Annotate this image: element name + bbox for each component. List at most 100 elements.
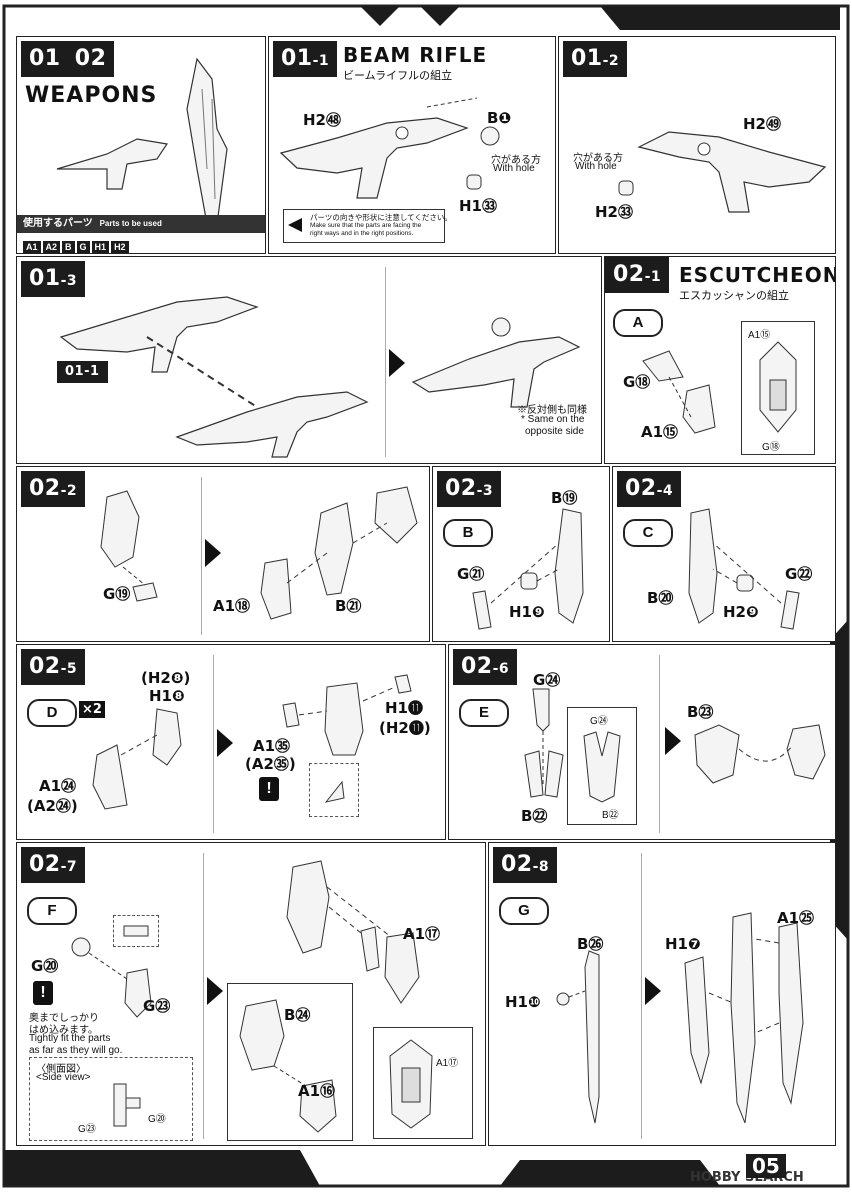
step-02-8-illustration-b [684, 912, 804, 1124]
marker-c: C [623, 519, 673, 547]
step-02-2-panel: 02-2 G⑲ A1⑱ B㉑ [16, 466, 430, 642]
escutcheon-detail-box: A1⑮ G⑱ [741, 321, 815, 455]
step-02-4-illustration [688, 508, 800, 630]
next-arrow-02-8 [645, 977, 661, 1005]
step-02-8-number: 02-8 [493, 847, 558, 883]
label-h1-9: H1❾ [509, 603, 545, 621]
marker-f: F [27, 897, 77, 925]
detail-illustration-02-7-b [389, 1039, 433, 1129]
detail-b-22: B㉒ [602, 810, 619, 821]
label-a1-15: A1⑮ [641, 423, 679, 441]
detail-a1-15: A1⑮ [748, 330, 771, 341]
detail-box-02-6: G㉔ B㉒ [567, 707, 637, 825]
step-02-4-number: 02-4 [617, 471, 682, 507]
step-02-2-number: 02-2 [21, 471, 86, 507]
next-arrow-02-6 [665, 727, 681, 755]
marker-g: G [499, 897, 549, 925]
multiply-2: ×2 [79, 701, 105, 718]
parts-label-en: Parts to be used [99, 219, 162, 228]
weapons-panel: 01 02 WEAPONS 使用するパーツ Parts to be used A… [16, 36, 266, 254]
beam-rifle-illustration [279, 97, 478, 199]
label-b-23: B㉓ [687, 703, 714, 721]
escutcheon-detail-illustration [759, 341, 797, 433]
step-02-7-number: 02-7 [21, 847, 86, 883]
weapons-step-number: 01 02 [21, 41, 115, 77]
step-02-3-number: 02-3 [437, 471, 502, 507]
weapons-title: WEAPONS [25, 83, 158, 108]
side-view-box: 〈側面図〉 <Side view> G㉓ G⑳ [29, 1057, 193, 1141]
step-01-2-panel: 01-2 H2㊾ 穴がある方 With hole H2㉝ [558, 36, 836, 254]
detail-box-02-7-b: A1⑰ [373, 1027, 473, 1139]
rifle-assembled-illustration [411, 317, 581, 408]
tight-fit-jp2: はめ込みます。 [29, 1025, 98, 1036]
step-01-1-number: 01-1 [273, 41, 338, 77]
same-opposite-en2: opposite side [525, 426, 584, 437]
tight-fit-en1: Tightly fit the parts [29, 1033, 111, 1044]
detail-illustration-02-6 [583, 731, 621, 803]
step-02-1-number: 02-1 [605, 257, 670, 293]
label-h2-11: (H2⓫) [379, 719, 431, 737]
label-h2-8: (H2❽) [141, 669, 191, 687]
label-a1-24: A1㉔ [39, 777, 77, 795]
caution-arrow-icon [288, 218, 302, 232]
with-hole-en-2: With hole [575, 161, 617, 172]
label-b-22: B㉒ [521, 807, 548, 825]
side-view-g23: G㉓ [78, 1124, 96, 1135]
label-h2-49: H2㊾ [743, 115, 781, 133]
caution-icon-02-7: ! [33, 981, 53, 1005]
side-view-illustration [113, 1083, 141, 1127]
label-h1-33: H1㉝ [459, 197, 497, 215]
caution-note-en2: right ways and in the right positions. [310, 230, 414, 237]
part-h1-piece [466, 174, 482, 190]
step-01-3-number: 01-3 [21, 261, 86, 297]
divider-02-2 [201, 477, 202, 635]
label-h1-8: H1❽ [149, 687, 185, 705]
label-h1-7: H1❼ [665, 935, 701, 953]
step-02-6-illustration-b [694, 724, 826, 784]
step-02-8-panel: 02-8 G B㉖ H1❿ H1❼ A1㉕ [488, 842, 836, 1146]
next-arrow-02-7 [207, 977, 223, 1005]
pin-detail-piece [123, 925, 149, 937]
label-h2-9: H2❾ [723, 603, 759, 621]
step-02-3-panel: 02-3 B B⑲ G㉑ H1❾ [432, 466, 610, 642]
label-g-23: G㉓ [143, 997, 171, 1015]
divider-01-3 [385, 267, 386, 457]
divider-02-7 [203, 853, 204, 1139]
part-h2-piece [618, 180, 634, 196]
label-b-26: B㉖ [577, 935, 604, 953]
marker-e: E [459, 699, 509, 727]
label-a2-24: (A2㉔) [27, 797, 78, 815]
escutcheon-title-jp: エスカッシャンの組立 [679, 290, 789, 302]
same-opposite-jp: ※反対側も同様 [517, 405, 587, 416]
detail-piece-02-5 [324, 780, 345, 803]
rifle-half-illustration [637, 131, 827, 213]
step-02-5-illustration-b [282, 674, 412, 756]
part-h1: H1 [91, 241, 110, 253]
with-hole-en: With hole [493, 163, 535, 174]
step-02-6-illustration-a [524, 688, 564, 798]
marker-b: B [443, 519, 493, 547]
next-arrow-02-5 [217, 729, 233, 757]
detail-box-02-7-a: B㉔ A1⑯ [227, 983, 353, 1141]
rifle-halves-illustration [59, 296, 369, 458]
page-number: 05 [746, 1154, 786, 1178]
divider-02-6 [659, 655, 660, 833]
caution-note: パーツの向きや形状に注意してください。 Make sure that the p… [283, 209, 452, 243]
caution-note-en1: Make sure that the parts are facing the [310, 222, 422, 229]
label-b-1: B❶ [487, 109, 512, 127]
step-02-1-panel: 02-1 ESCUTCHEON エスカッシャンの組立 A G⑱ A1⑮ A1⑮ … [604, 256, 836, 464]
detail-g-18: G⑱ [762, 442, 780, 453]
label-b-20: B⑳ [647, 589, 674, 607]
label-g-19: G⑲ [103, 585, 131, 603]
label-b-19: B⑲ [551, 489, 578, 507]
step-02-4-panel: 02-4 C G㉒ B⑳ H2❾ [612, 466, 836, 642]
part-h2: H2 [111, 241, 129, 253]
step-02-6-panel: 02-6 E G㉔ B㉒ G㉔ B㉒ B㉓ [448, 644, 836, 840]
step-02-2-illustration-a [100, 490, 158, 602]
ref-01-1-tag: 01-1 [57, 361, 108, 383]
label-a1-16: A1⑯ [298, 1082, 336, 1100]
label-a2-35: (A2㉟) [245, 755, 296, 773]
tight-fit-jp1: 奥までしっかり [29, 1013, 99, 1024]
